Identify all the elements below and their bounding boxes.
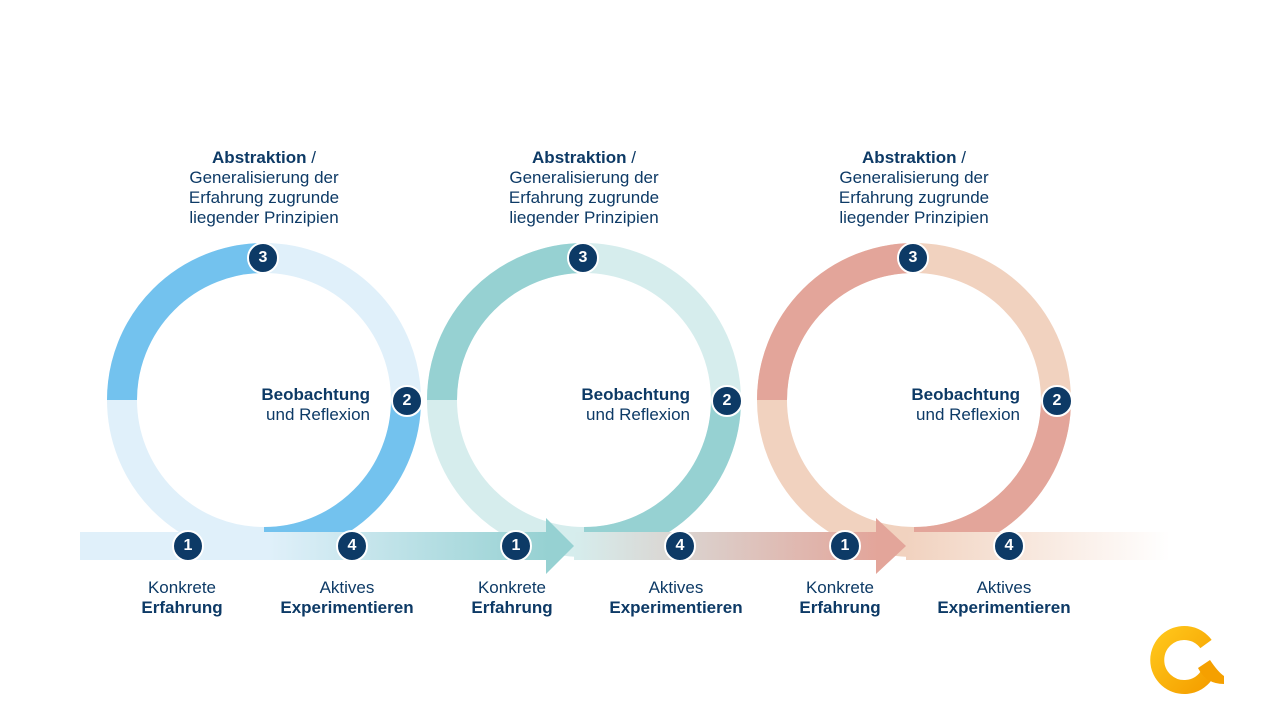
step-badge-2: 2 xyxy=(391,385,423,417)
step-badge-4: 4 xyxy=(664,530,696,562)
step-badge-2: 2 xyxy=(711,385,743,417)
step-badge-2: 2 xyxy=(1041,385,1073,417)
concrete-text: Konkrete xyxy=(477,578,547,597)
separator: / xyxy=(956,148,966,167)
label-abstraction: Abstraktion / Generalisierung der Erfahr… xyxy=(794,148,1034,228)
active-text: Aktives xyxy=(319,578,375,597)
step-badge-3: 3 xyxy=(897,242,929,274)
abstraction-line: Erfahrung zugrunde xyxy=(188,188,340,207)
abstraction-line: Generalisierung der xyxy=(839,168,989,187)
label-abstraction: Abstraktion / Generalisierung der Erfahr… xyxy=(464,148,704,228)
abstraction-line: Generalisierung der xyxy=(509,168,659,187)
observation-subtitle: und Reflexion xyxy=(916,405,1020,424)
observation-title: Beobachtung xyxy=(911,385,1020,404)
label-observation: Beobachtung und Reflexion xyxy=(190,385,370,425)
step-badge-4: 4 xyxy=(993,530,1025,562)
abstraction-title: Abstraktion xyxy=(532,148,627,167)
label-abstraction: Abstraktion / Generalisierung der Erfahr… xyxy=(144,148,384,228)
abstraction-line: Erfahrung zugrunde xyxy=(838,188,990,207)
step-badge-3: 3 xyxy=(567,242,599,274)
experimentation-text: Experimentieren xyxy=(937,598,1071,617)
abstraction-line: liegender Prinzipien xyxy=(839,208,989,227)
abstraction-line: liegender Prinzipien xyxy=(189,208,339,227)
observation-subtitle: und Reflexion xyxy=(266,405,370,424)
experience-text: Erfahrung xyxy=(471,598,553,617)
step-badge-4: 4 xyxy=(336,530,368,562)
concrete-text: Konkrete xyxy=(805,578,875,597)
arc-abstraction-2 xyxy=(427,243,585,401)
abstraction-title: Abstraktion xyxy=(212,148,307,167)
active-text: Aktives xyxy=(976,578,1032,597)
abstraction-line: liegender Prinzipien xyxy=(509,208,659,227)
arrow-head-2 xyxy=(876,518,906,574)
timeline-bar-segment-3 xyxy=(906,532,1170,560)
experience-text: Erfahrung xyxy=(799,598,881,617)
logo xyxy=(1150,626,1224,694)
abstraction-title: Abstraktion xyxy=(862,148,957,167)
abstraction-line: Generalisierung der xyxy=(189,168,339,187)
observation-subtitle: und Reflexion xyxy=(586,405,690,424)
step-badge-1: 1 xyxy=(500,530,532,562)
separator: / xyxy=(626,148,636,167)
step-badge-1: 1 xyxy=(172,530,204,562)
experimentation-text: Experimentieren xyxy=(280,598,414,617)
observation-title: Beobachtung xyxy=(261,385,370,404)
experimentation-text: Experimentieren xyxy=(609,598,743,617)
step-badge-1: 1 xyxy=(829,530,861,562)
step-badge-3: 3 xyxy=(247,242,279,274)
arc-abstraction-1 xyxy=(107,243,265,401)
observation-title: Beobachtung xyxy=(581,385,690,404)
label-observation: Beobachtung und Reflexion xyxy=(510,385,690,425)
concrete-text: Konkrete xyxy=(147,578,217,597)
label-observation: Beobachtung und Reflexion xyxy=(840,385,1020,425)
arc-abstraction-3 xyxy=(757,243,915,401)
active-text: Aktives xyxy=(648,578,704,597)
abstraction-line: Erfahrung zugrunde xyxy=(508,188,660,207)
experience-text: Erfahrung xyxy=(141,598,223,617)
separator: / xyxy=(306,148,316,167)
timeline-bar-segment-2 xyxy=(574,532,878,560)
arrow-head-1 xyxy=(546,518,574,574)
